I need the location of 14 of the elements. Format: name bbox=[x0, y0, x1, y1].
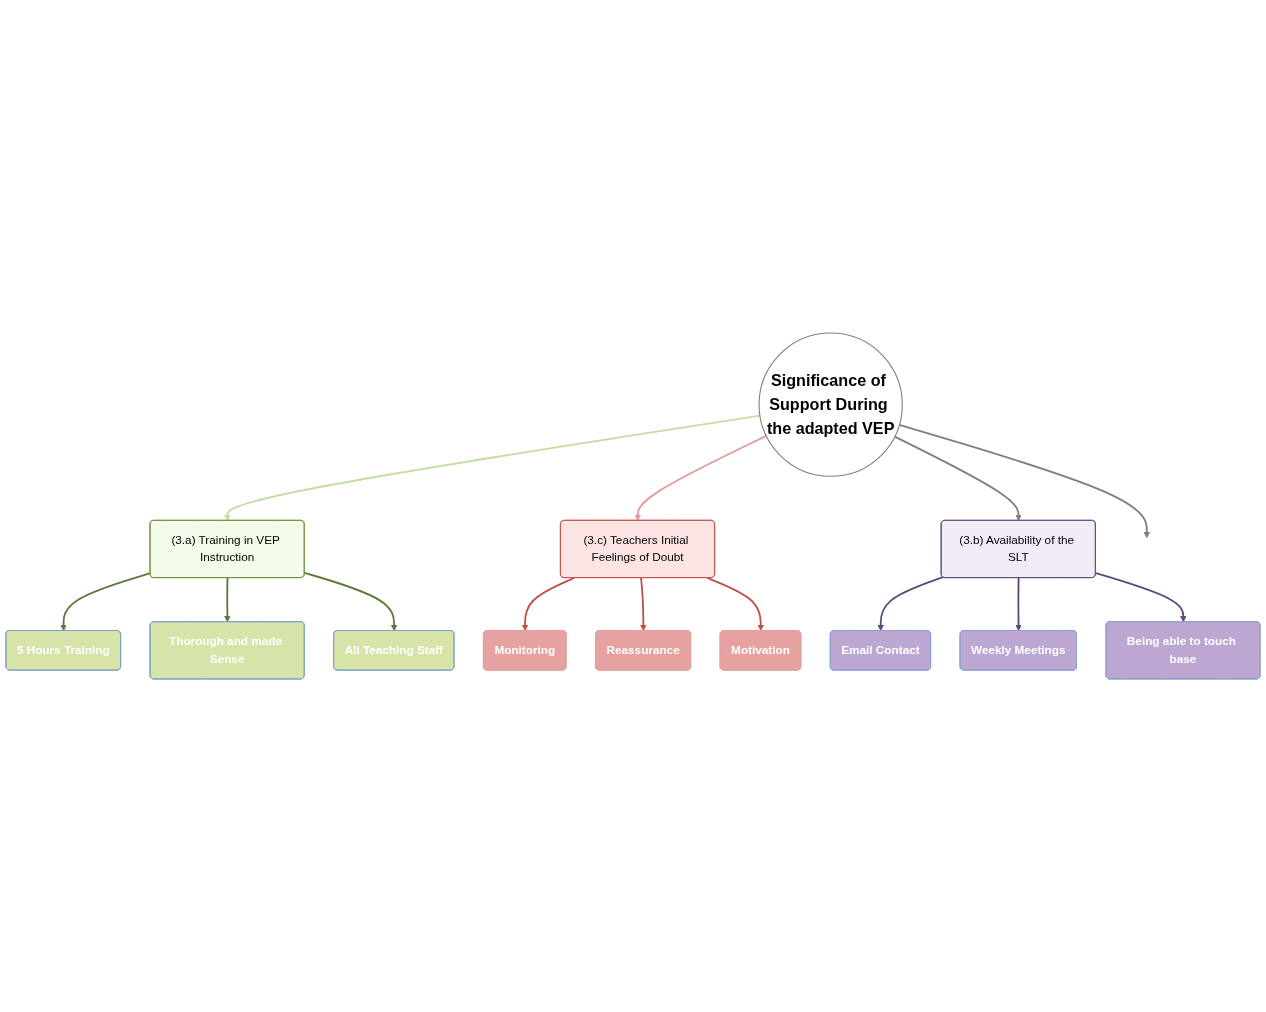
arrow bbox=[521, 577, 576, 632]
arrow bbox=[877, 576, 944, 632]
arrow bbox=[224, 414, 761, 521]
arrow bbox=[224, 577, 231, 623]
arrow bbox=[640, 577, 647, 632]
arrow bbox=[1015, 577, 1022, 632]
arrow bbox=[60, 572, 152, 632]
arrow bbox=[706, 577, 764, 632]
arrow bbox=[634, 434, 768, 521]
arrow bbox=[303, 571, 398, 632]
arrow bbox=[1094, 572, 1187, 623]
arrow bbox=[898, 424, 1150, 539]
node-circle: Significance of Support During the adapted VEP bbox=[758, 332, 903, 477]
arrow bbox=[893, 435, 1022, 521]
